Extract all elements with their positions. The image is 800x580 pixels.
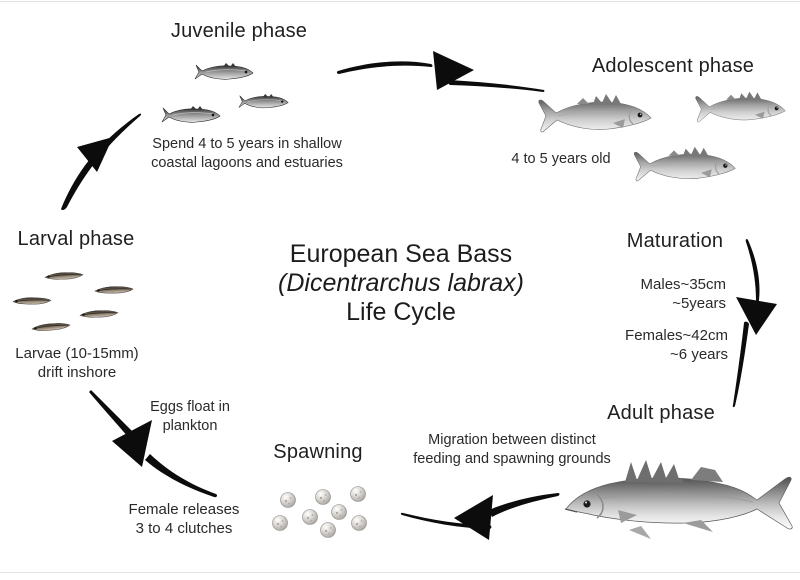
page-title: European Sea Bass (Dicentrarchus labrax)… [278,240,524,327]
title-line1: European Sea Bass [289,240,513,268]
juvenile-fish-icon [238,93,289,109]
males-line1: Males~35cm [640,276,726,293]
egg-icon [351,515,367,531]
larval-phase-label: Larval phase [17,228,135,250]
juvenile-fish-icon [161,105,221,123]
migration-description: Migration between distinct feeding and s… [413,431,611,469]
eggs-desc-line2: plankton [162,418,218,434]
egg-icon [350,486,366,502]
arrow-larval-to-juvenile [61,113,142,211]
juvenile-fish-icon [194,62,254,80]
juvenile-desc-line1: Spend 4 to 5 years in shallow [152,136,342,152]
spawning-description: Female releases 3 to 4 clutches [129,500,240,538]
egg-icon [272,515,288,531]
arrow-spawning-to-larval [89,390,218,498]
females-line1: Females~42cm [625,327,728,344]
males-line2: ~5years [672,295,726,312]
larvae-desc-line2: drift inshore [37,364,117,381]
maturation-females-text: Females~42cm ~6 years [625,326,728,364]
larva-icon [79,308,119,320]
larvae-desc-line1: Larvae (10-15mm) [15,345,139,362]
adult-fish-icon [564,460,793,539]
larvae-description: Larvae (10-15mm) drift inshore [15,344,138,382]
adolescent-fish-icon [538,93,652,133]
eggs-desc-line1: Eggs float in [150,399,230,415]
arrow-juvenile-to-adolescent [336,51,545,92]
egg-icon [331,504,347,520]
egg-icon [320,522,336,538]
juvenile-phase-description: Spend 4 to 5 years in shallow coastal la… [151,135,343,173]
larva-icon [94,285,134,295]
adult-phase-label: Adult phase [607,402,715,424]
egg-icon [280,492,296,508]
females-line2: ~6 years [670,346,728,363]
egg-icon [315,489,331,505]
juvenile-desc-line2: coastal lagoons and estuaries [151,155,343,171]
migration-line1: Migration between distinct [428,432,596,448]
larvae-group [12,270,134,333]
arrow-adult-to-spawning [400,493,560,540]
adolescent-fish-icon [633,146,736,182]
arrow-adolescent-to-adult [732,238,777,408]
adolescent-phase-description: 4 to 5 years old [511,151,611,167]
bottom-edge-line [0,572,800,573]
migration-line2: feeding and spawning grounds [413,451,611,467]
spawning-label: Spawning [273,441,363,463]
larva-icon [44,270,84,282]
spawning-desc-line1: Female releases [128,501,240,518]
maturation-label: Maturation [626,230,724,252]
title-line2-scientific-name: (Dicentrarchus labrax) [278,269,524,297]
juvenile-phase-label: Juvenile phase [170,20,308,42]
top-edge-line [0,1,800,2]
maturation-males-text: Males~35cm ~5years [641,275,726,313]
adolescent-fish-icon [695,91,786,123]
juvenile-fish-group [161,62,289,123]
larva-icon [12,296,52,306]
title-line3: Life Cycle [346,298,456,326]
egg-icon [302,509,318,525]
eggs-description: Eggs float in plankton [150,398,230,436]
larva-icon [31,321,71,333]
egg-cluster [272,486,367,538]
spawning-desc-line2: 3 to 4 clutches [135,520,233,537]
adolescent-phase-label: Adolescent phase [591,55,755,77]
